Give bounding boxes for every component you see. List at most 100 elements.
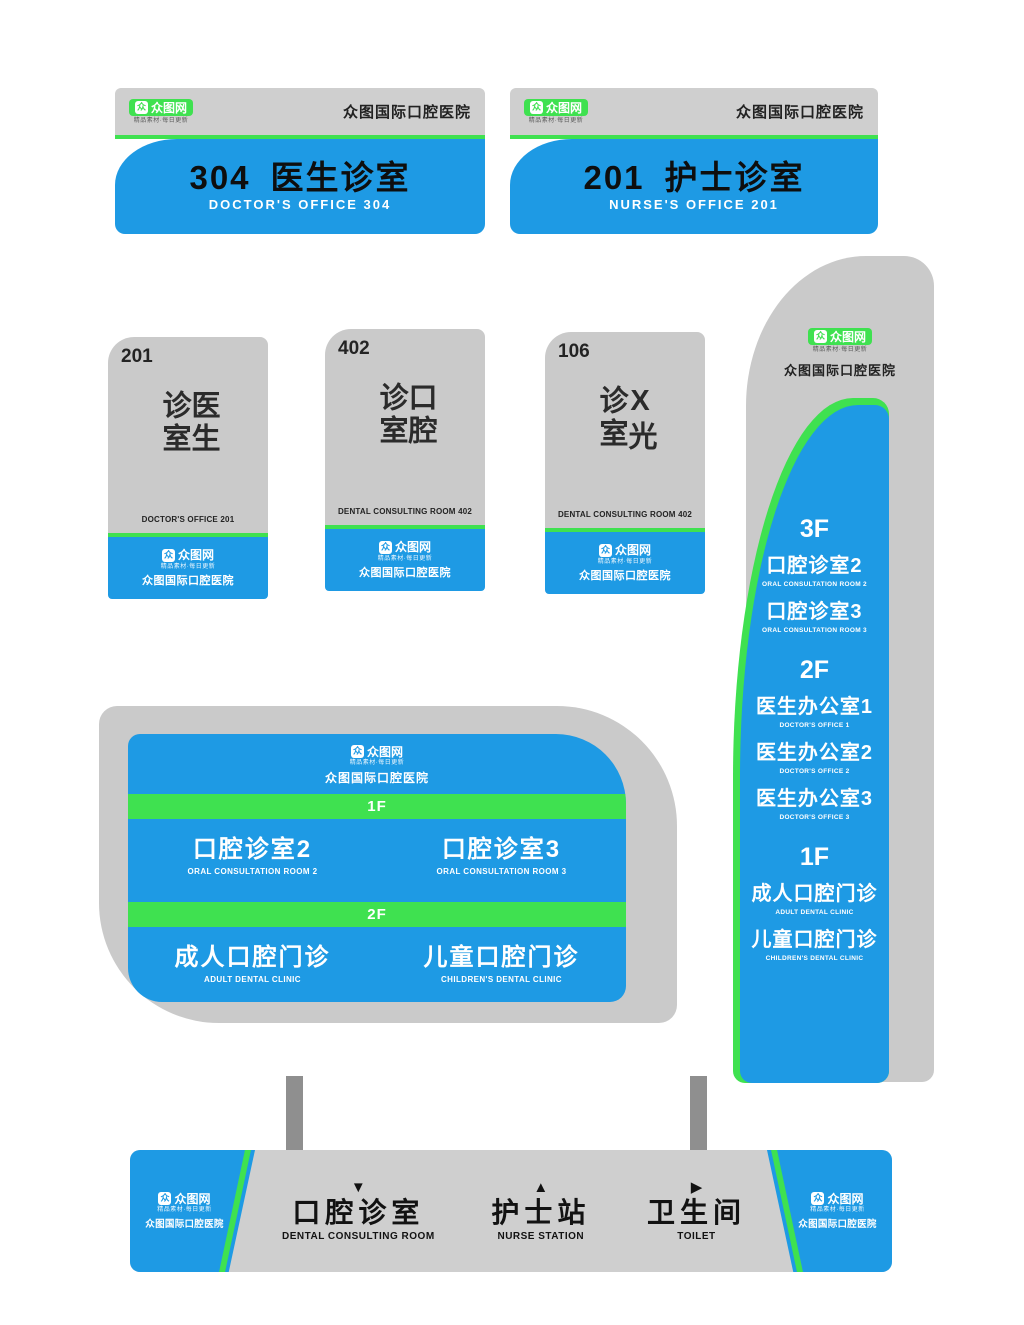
direction-toilet: ▶ 卫生间 TOILET	[646, 1179, 746, 1242]
logo-tagline: 精品素材·每日更新	[157, 1207, 212, 1213]
room-name: 医生诊室	[270, 159, 411, 196]
logo-mark-icon: 众	[378, 540, 392, 554]
directory-entry: 口腔诊室2 ORAL CONSULTATION ROOM 2	[762, 555, 867, 588]
logo-text: 众图网	[177, 548, 214, 562]
logo-mark-icon: 众	[811, 1192, 825, 1205]
logo-tagline: 精品素材·每日更新	[349, 760, 405, 766]
logo-tagline: 精品素材·每日更新	[597, 558, 653, 565]
room-number: 106	[558, 341, 590, 362]
logo-tagline: 精品素材·每日更新	[528, 118, 584, 124]
hospital-name: 众图国际口腔医院	[145, 1219, 224, 1230]
hospital-name: 众图国际口腔医院	[783, 363, 896, 378]
zhongtuwang-logo: 众众图网 精品素材·每日更新	[161, 548, 216, 570]
directory-entry: 成人口腔门诊 ADULT DENTAL CLINIC	[751, 883, 878, 916]
directory-list: 3F 口腔诊室2 ORAL CONSULTATION ROOM 2 口腔诊室3 …	[740, 405, 889, 1083]
down-arrow-icon: ▼	[350, 1179, 366, 1196]
hospital-name: 众图国际口腔医院	[342, 104, 471, 121]
sign-footer: 众众图网 精品素材·每日更新 众图国际口腔医院	[545, 532, 705, 594]
logo-mark-icon: 众	[813, 330, 827, 343]
floor-band-1f: 1F	[128, 794, 626, 819]
up-arrow-icon: ▲	[533, 1179, 549, 1196]
room-entry: 口腔诊室2 ORAL CONSULTATION ROOM 2	[187, 835, 318, 876]
room-sign-201: 201 医生诊室 DOCTOR'S OFFICE 201 众众图网 精品素材·每…	[108, 337, 268, 599]
directory-entry: 医生办公室2 DOCTOR'S OFFICE 2	[755, 742, 874, 775]
hospital-name: 众图国际口腔医院	[735, 104, 864, 121]
sign-footer: 众众图网 精品素材·每日更新 众图国际口腔医院	[325, 529, 485, 591]
room-sign-106: 106 X光诊室 DENTAL CONSULTING ROOM 402 众众图网…	[545, 332, 705, 594]
green-divider	[510, 135, 878, 139]
room-name: 护士诊室	[664, 159, 805, 196]
green-divider	[325, 525, 485, 529]
logo-text: 众图网	[394, 540, 431, 554]
room-subtitle: DENTAL CONSULTING ROOM 402	[557, 510, 693, 519]
directory-entry: 口腔诊室3 ORAL CONSULTATION ROOM 3	[762, 601, 867, 634]
hospital-name: 众图国际口腔医院	[359, 566, 451, 579]
logo-text: 众图网	[827, 1191, 864, 1206]
logo-tagline: 精品素材·每日更新	[377, 555, 433, 562]
floor-row: 口腔诊室2 ORAL CONSULTATION ROOM 2 口腔诊室3 ORA…	[128, 819, 626, 894]
logo-tagline: 精品素材·每日更新	[133, 118, 189, 124]
room-subtitle: DOCTOR'S OFFICE 201	[141, 515, 235, 524]
logo-mark-icon: 众	[598, 543, 612, 557]
door-sign-304: 众众图网 精品素材·每日更新 众图国际口腔医院 304 医生诊室 DOCTOR'…	[115, 88, 485, 234]
room-entry: 儿童口腔门诊 CHILDREN'S DENTAL CLINIC	[423, 943, 580, 984]
logo-text: 众图网	[366, 744, 403, 759]
zhongtuwang-logo: 众众图网 精品素材·每日更新	[810, 1192, 865, 1213]
sign-footer: 众众图网 精品素材·每日更新 众图国际口腔医院	[108, 537, 268, 599]
directory-panel: 3F 口腔诊室2 ORAL CONSULTATION ROOM 2 口腔诊室3 …	[733, 398, 889, 1083]
door-sign-201: 众众图网 精品素材·每日更新 众图国际口腔医院 201 护士诊室 NURSE'S…	[510, 88, 878, 234]
logo-mark-icon: 众	[158, 1192, 172, 1205]
logo-mark-icon: 众	[350, 745, 364, 758]
logo-tagline: 精品素材·每日更新	[810, 1207, 865, 1213]
green-divider	[545, 528, 705, 532]
room-number: 304	[189, 159, 251, 196]
room-name: 医生诊室	[158, 389, 219, 456]
logo-mark-icon: 众	[135, 101, 148, 114]
directory-brand: 众众图网 精品素材·每日更新 众图国际口腔医院	[746, 256, 934, 379]
green-divider	[108, 533, 268, 537]
hospital-name: 众图国际口腔医院	[142, 574, 234, 587]
hospital-name: 众图国际口腔医院	[579, 569, 671, 582]
ceiling-post	[690, 1076, 707, 1154]
floor-sign-panel: 众众图网 精品素材·每日更新 众图国际口腔医院 1F 口腔诊室2 ORAL CO…	[128, 734, 626, 1002]
room-entry: 成人口腔门诊 ADULT DENTAL CLINIC	[174, 943, 331, 984]
logo-text: 众图网	[174, 1191, 211, 1206]
room-subtitle: NURSE'S OFFICE 201	[609, 197, 779, 212]
zhongtuwang-logo: 众众图网 精品素材·每日更新	[157, 1192, 212, 1213]
sign-body: 201 护士诊室 NURSE'S OFFICE 201	[510, 139, 878, 234]
zhongtuwang-logo: 众众图网 精品素材·每日更新	[377, 540, 433, 562]
directory-entry: 医生办公室1 DOCTOR'S OFFICE 1	[755, 696, 874, 729]
room-title: 201 护士诊室	[583, 161, 804, 194]
zhongtuwang-logo: 众众图网 精品素材·每日更新	[129, 99, 194, 124]
sign-header: 众众图网 精品素材·每日更新 众图国际口腔医院	[115, 88, 485, 135]
hanging-sign: 众众图网 精品素材·每日更新 众图国际口腔医院 众众图网 精品素材·每日更新 众…	[130, 1150, 892, 1272]
green-divider	[115, 135, 485, 139]
direction-nurse-station: ▲ 护士站 NURSE STATION	[491, 1179, 591, 1242]
logo-mark-icon: 众	[530, 101, 543, 114]
logo-text: 众图网	[546, 100, 583, 115]
zhongtuwang-logo: 众众图网 精品素材·每日更新	[350, 745, 405, 766]
room-name: 口腔诊室	[375, 381, 436, 448]
floor-label: 3F	[799, 515, 830, 543]
room-title: 304 医生诊室	[189, 161, 410, 194]
sign-body: 201 医生诊室 DOCTOR'S OFFICE 201	[108, 337, 268, 533]
floor-label: 2F	[799, 656, 830, 684]
sign-body: 304 医生诊室 DOCTOR'S OFFICE 304	[115, 139, 485, 234]
right-arrow-icon: ▶	[690, 1179, 703, 1196]
logo-tagline: 精品素材·每日更新	[812, 347, 868, 353]
logo-mark-icon: 众	[161, 548, 175, 562]
room-number: 201	[583, 159, 645, 196]
directory-entry: 医生办公室3 DOCTOR'S OFFICE 3	[755, 788, 874, 821]
sign-header: 众众图网 精品素材·每日更新 众图国际口腔医院	[510, 88, 878, 135]
room-subtitle: DENTAL CONSULTING ROOM 402	[337, 507, 473, 516]
ceiling-post	[286, 1076, 303, 1154]
zhongtuwang-logo: 众众图网 精品素材·每日更新	[807, 328, 872, 353]
floor-sign-brand: 众众图网 精品素材·每日更新 众图国际口腔医院	[128, 734, 626, 786]
sign-body: 106 X光诊室 DENTAL CONSULTING ROOM 402	[545, 332, 705, 528]
direction-items: ▼ 口腔诊室 DENTAL CONSULTING ROOM ▲ 护士站 NURS…	[282, 1150, 746, 1272]
hospital-name: 众图国际口腔医院	[798, 1219, 877, 1230]
floor-label: 1F	[799, 843, 830, 871]
room-name: X光诊室	[595, 384, 656, 454]
room-subtitle: DOCTOR'S OFFICE 304	[208, 197, 392, 212]
